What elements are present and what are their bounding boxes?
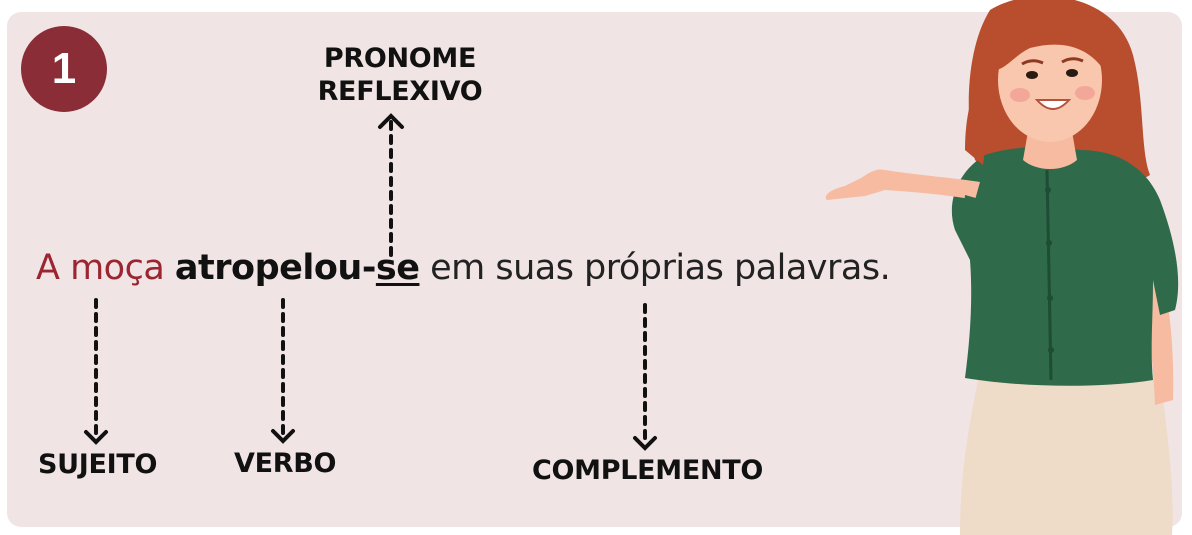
verb-label: VERBO bbox=[234, 448, 337, 479]
step-number-badge: 1 bbox=[21, 26, 107, 112]
pronoun-label-line1: PRONOME bbox=[323, 43, 477, 74]
pronoun-label: PRONOME REFLEXIVO bbox=[290, 42, 510, 108]
sentence-subject: A moça bbox=[36, 248, 165, 288]
arrow-to-complement-label bbox=[633, 303, 657, 451]
arrow-to-pronoun-label bbox=[378, 113, 404, 257]
sentence-verb: atropelou- bbox=[174, 248, 376, 288]
pronoun-label-line2: REFLEXIVO bbox=[317, 76, 483, 107]
sentence-complement: em suas próprias palavras. bbox=[430, 248, 891, 288]
step-number: 1 bbox=[51, 44, 77, 93]
arrow-to-verb-label bbox=[271, 298, 295, 444]
arrow-to-subject-label bbox=[84, 298, 108, 445]
complement-label: COMPLEMENTO bbox=[532, 455, 764, 486]
sentence-pronoun: se bbox=[375, 248, 420, 288]
example-sentence: A moça atropelou-se em suas próprias pal… bbox=[36, 248, 891, 288]
presenting-woman-icon bbox=[825, 0, 1179, 535]
subject-label: SUJEITO bbox=[38, 449, 158, 480]
